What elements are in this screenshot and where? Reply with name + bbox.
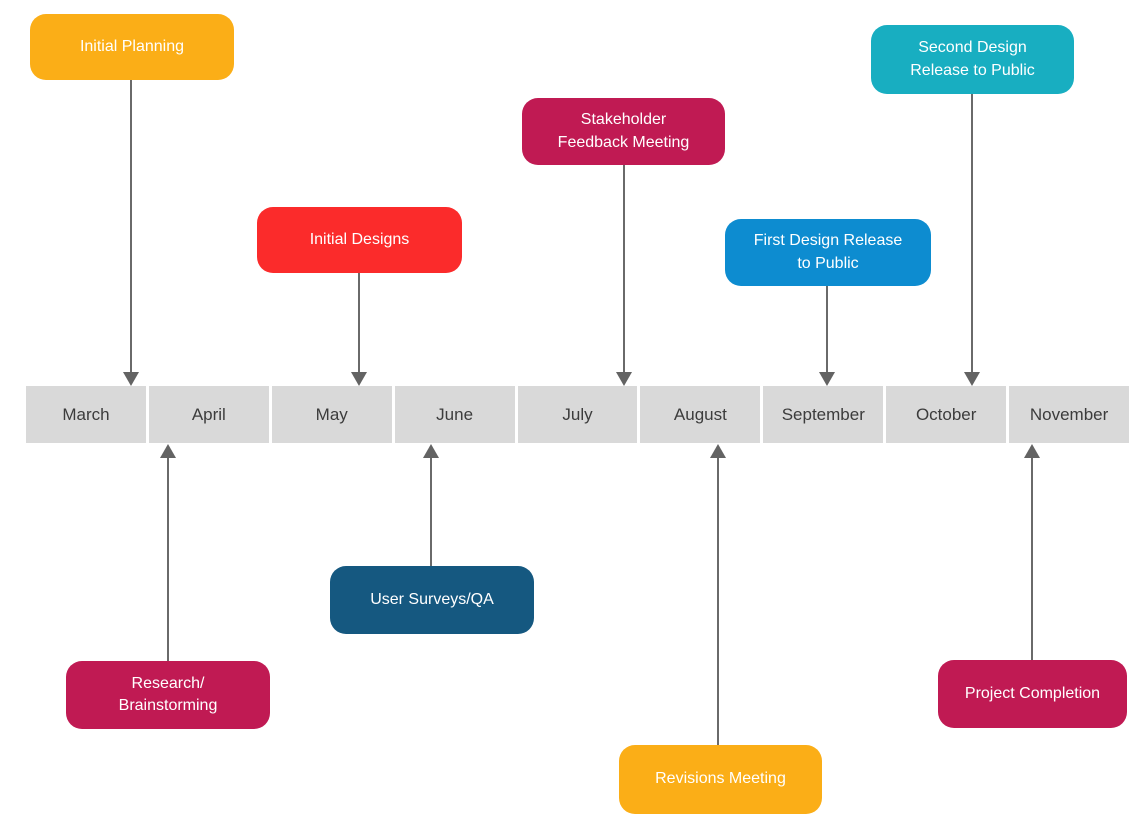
- arrow-down-icon: [964, 372, 980, 386]
- month-cell-september: September: [763, 386, 884, 443]
- event-box-initial-planning: Initial Planning: [30, 14, 234, 80]
- month-cell-may: May: [271, 386, 392, 443]
- event-box-project-completion: Project Completion: [938, 660, 1127, 728]
- arrow-up-icon: [160, 444, 176, 458]
- month-cell-july: July: [517, 386, 638, 443]
- connector-line-initial-planning: [130, 80, 132, 372]
- connector-line-research-brainstorming: [167, 458, 169, 661]
- arrow-down-icon: [616, 372, 632, 386]
- connector-line-initial-designs: [358, 273, 360, 372]
- arrow-down-icon: [351, 372, 367, 386]
- month-cell-october: October: [886, 386, 1007, 443]
- event-box-first-design-release: First Design Release to Public: [725, 219, 931, 286]
- event-box-user-surveys-qa: User Surveys/QA: [330, 566, 534, 634]
- connector-line-user-surveys-qa: [430, 458, 432, 566]
- connector-line-project-completion: [1031, 458, 1033, 660]
- connector-line-second-design-release: [971, 94, 973, 372]
- connector-line-first-design-release: [826, 286, 828, 372]
- arrow-up-icon: [1024, 444, 1040, 458]
- month-cell-april: April: [148, 386, 269, 443]
- event-box-research-brainstorming: Research/ Brainstorming: [66, 661, 270, 729]
- arrow-down-icon: [123, 372, 139, 386]
- connector-line-stakeholder-feedback: [623, 165, 625, 372]
- connector-line-revisions-meeting: [717, 458, 719, 745]
- month-cell-june: June: [394, 386, 515, 443]
- month-cell-march: March: [26, 386, 146, 443]
- event-box-stakeholder-feedback-meeting: Stakeholder Feedback Meeting: [522, 98, 725, 165]
- month-cell-november: November: [1009, 386, 1130, 443]
- event-box-second-design-release: Second Design Release to Public: [871, 25, 1074, 94]
- arrow-up-icon: [710, 444, 726, 458]
- timeline-month-bar: March April May June July August Septemb…: [26, 386, 1130, 443]
- event-box-revisions-meeting: Revisions Meeting: [619, 745, 822, 814]
- event-box-initial-designs: Initial Designs: [257, 207, 462, 273]
- month-cell-august: August: [640, 386, 761, 443]
- arrow-up-icon: [423, 444, 439, 458]
- arrow-down-icon: [819, 372, 835, 386]
